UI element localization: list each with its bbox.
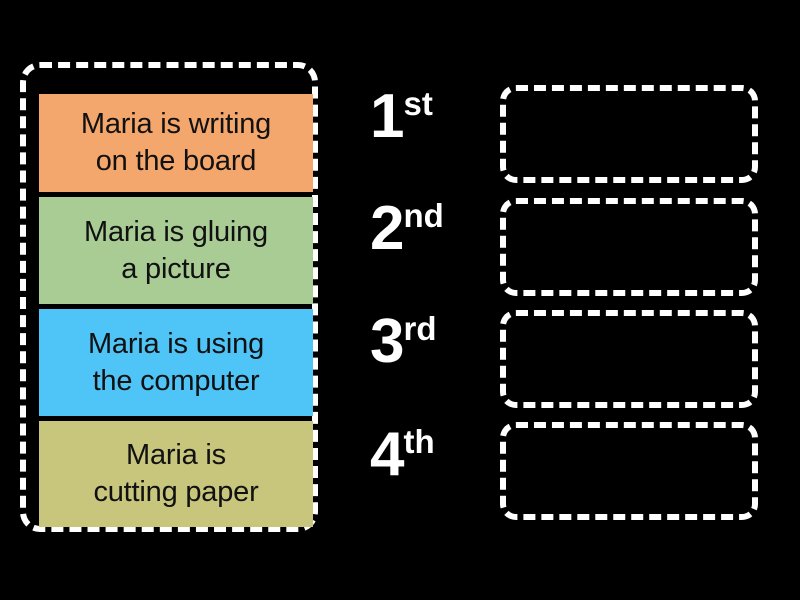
ordinal-3-number: 3 bbox=[370, 307, 404, 376]
dropzone-2[interactable] bbox=[500, 198, 758, 296]
draggable-tile-2[interactable]: Maria is gluing a picture bbox=[39, 197, 313, 304]
draggable-tile-4[interactable]: Maria is cutting paper bbox=[39, 421, 313, 527]
ordinal-1-number: 1 bbox=[370, 82, 404, 151]
tile-2-label: Maria is gluing a picture bbox=[84, 215, 268, 285]
ordinal-1-suffix: st bbox=[403, 85, 433, 122]
tile-1-label: Maria is writing on the board bbox=[80, 108, 272, 177]
draggable-tile-1[interactable]: Maria is writing on the board bbox=[39, 94, 313, 192]
ordinal-2-suffix: nd bbox=[403, 197, 444, 234]
dropzone-3[interactable] bbox=[500, 310, 758, 408]
draggable-tile-3[interactable]: Maria is using the computer bbox=[39, 309, 313, 416]
ordinal-4-suffix: th bbox=[403, 423, 435, 460]
ordinal-2-number: 2 bbox=[370, 194, 404, 263]
tile-tray: Maria is writing on the board Maria is g… bbox=[20, 62, 318, 532]
ordinal-3-suffix: rd bbox=[403, 310, 437, 347]
tile-4-label: Maria is cutting paper bbox=[93, 439, 259, 508]
tile-3-label: Maria is using the computer bbox=[87, 327, 265, 397]
dropzone-4[interactable] bbox=[500, 422, 758, 520]
ordinal-4-number: 4 bbox=[370, 420, 404, 489]
dropzone-1[interactable] bbox=[500, 85, 758, 183]
